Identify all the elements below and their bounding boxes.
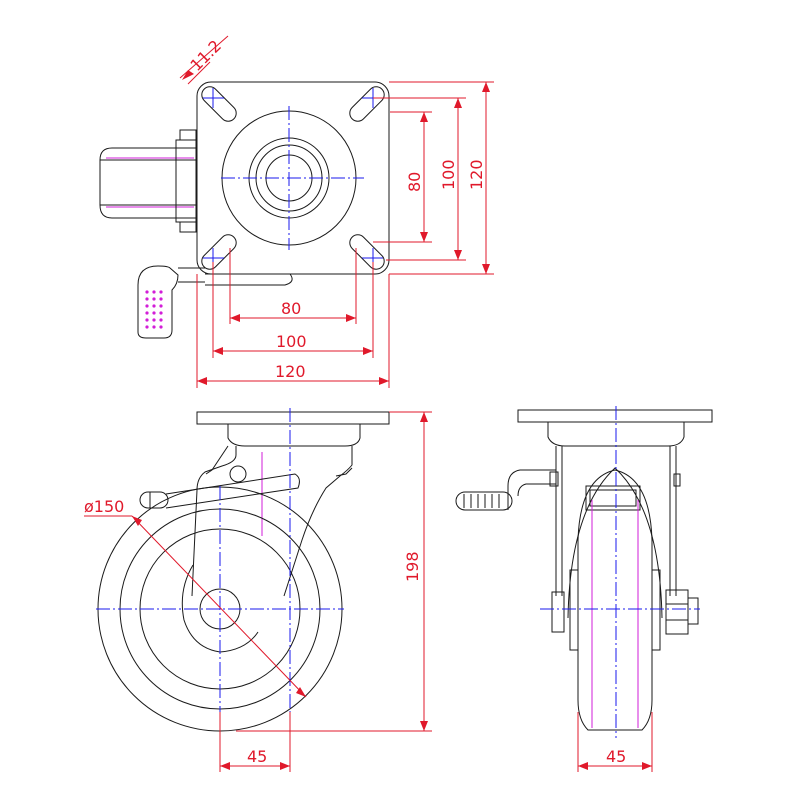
grip-dot (145, 304, 149, 308)
brake-pad-top (99, 147, 196, 219)
dim-overall-height: 198 (403, 551, 422, 582)
grip-dot (145, 311, 149, 315)
grip-dot (159, 325, 163, 329)
fork-legs-end (555, 446, 677, 596)
dim-plate-bolt-h: 100 (276, 332, 307, 351)
mounting-plate-side (196, 411, 390, 425)
mounting-plate-end (517, 409, 713, 423)
grip-dot (145, 297, 149, 301)
wheel-tread-end (577, 469, 653, 731)
brake-lever-side (165, 473, 300, 509)
side-view (455, 406, 713, 738)
axle-nut (665, 589, 689, 635)
top-view (99, 81, 390, 339)
grip-dot (152, 290, 156, 294)
dim-wheel-diameter: ø150 (84, 497, 124, 516)
grip-dot (145, 325, 149, 329)
grip-dot (159, 297, 163, 301)
dim-plate-width-h: 120 (275, 362, 306, 381)
brake-pedal-top (137, 265, 179, 339)
grip-dot (159, 304, 163, 308)
dim-hole-offset: 11.2 (186, 36, 225, 75)
brake-lever-end (507, 469, 556, 510)
grip-dot (152, 311, 156, 315)
grip-dot (159, 318, 163, 322)
grip-dot (159, 311, 163, 315)
front-view (96, 408, 390, 735)
grip-dot (152, 297, 156, 301)
dim-plate-bolt-v: 100 (439, 159, 458, 190)
swivel-head (227, 424, 361, 447)
caster-fork (191, 446, 353, 597)
grip-dot (159, 290, 163, 294)
dim-plate-holes-v: 80 (405, 172, 424, 192)
dim-plate-holes-h: 80 (281, 299, 301, 318)
dim-plate-width-v: 120 (467, 159, 486, 190)
grip-dot (152, 304, 156, 308)
brake-pedal-grip (145, 290, 163, 329)
grip-dot (145, 318, 149, 322)
dim-wheel-width: 45 (606, 747, 626, 766)
axle-bolt-head (551, 591, 565, 633)
plate-hole-tl (201, 86, 237, 122)
grip-dot (152, 318, 156, 322)
grip-dot (152, 325, 156, 329)
grip-dot (145, 290, 149, 294)
dim-swivel-offset: 45 (247, 747, 267, 766)
